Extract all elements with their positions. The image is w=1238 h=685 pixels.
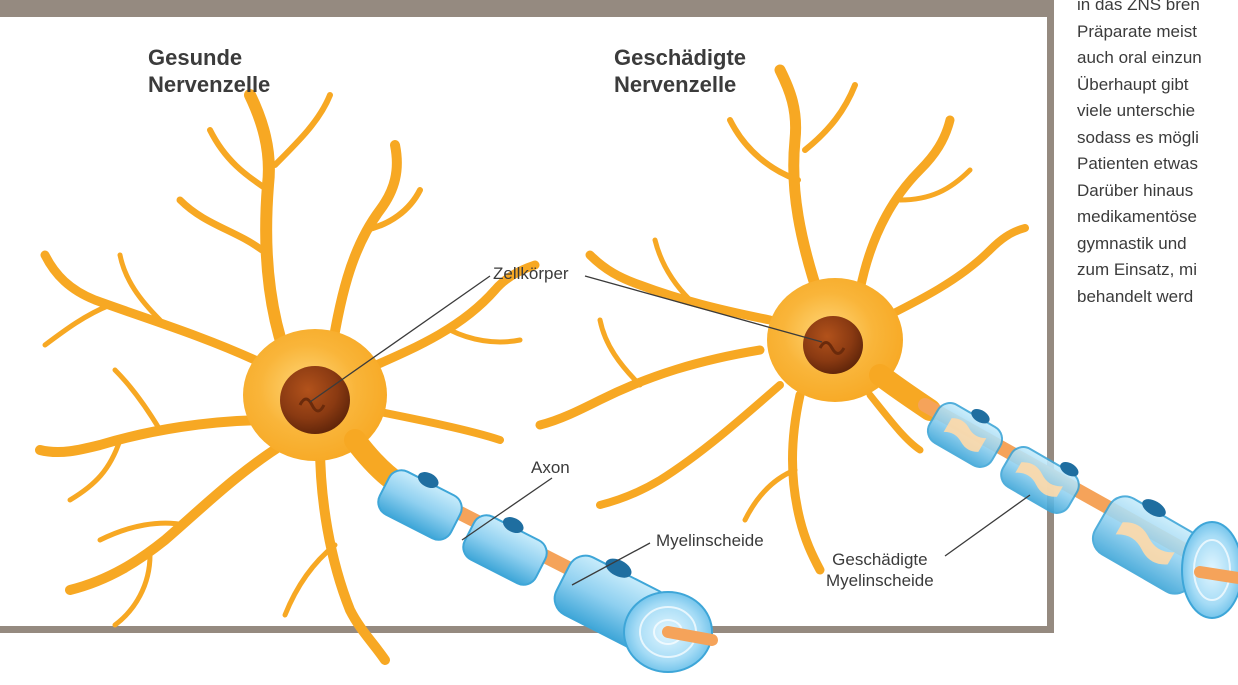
side-body-text: in das ZNS bren Präparate meist auch ora…	[1077, 0, 1238, 310]
side-text-line: Patienten etwas	[1077, 151, 1238, 178]
right-neuron-soma	[767, 278, 930, 410]
axon-label: Axon	[531, 457, 570, 478]
side-text-line: sodass es mögli	[1077, 125, 1238, 152]
myelin-sheath-label: Myelinscheide	[656, 530, 764, 551]
side-text-line: medikamentöse	[1077, 204, 1238, 231]
side-text-line: behandelt werd	[1077, 284, 1238, 311]
side-text-line: Darüber hinaus	[1077, 178, 1238, 205]
left-neuron-axon	[373, 457, 712, 672]
side-text-line: viele unterschie	[1077, 98, 1238, 125]
side-text-line: gymnastik und	[1077, 231, 1238, 258]
damaged-neuron-title: Geschädigte Nervenzelle	[614, 44, 746, 98]
damaged-myelin-sheath-label: Geschädigte Myelinscheide	[826, 549, 934, 591]
side-text-line: zum Einsatz, mi	[1077, 257, 1238, 284]
leader-damaged-myelin	[945, 495, 1030, 556]
healthy-neuron-title: Gesunde Nervenzelle	[148, 44, 270, 98]
side-text-line: auch oral einzun	[1077, 45, 1238, 72]
side-text-line: in das ZNS bren	[1077, 0, 1238, 19]
side-text-line: Überhaupt gibt	[1077, 72, 1238, 99]
right-neuron-axon	[923, 391, 1238, 618]
side-text-line: Präparate meist	[1077, 19, 1238, 46]
cell-body-label: Zellkörper	[493, 263, 569, 284]
